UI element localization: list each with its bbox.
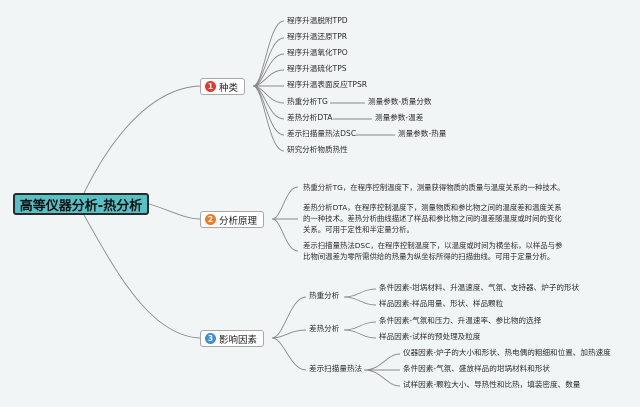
principle-tg[interactable]: 热重分析TG，在程序控制温度下，测量获得物质的质量与温度关系的一种技术。 bbox=[303, 183, 565, 192]
factor-dsc-instrument[interactable]: 仪器因素-炉子的大小和形状、热电偶的粗细和位置、加热速度 bbox=[403, 348, 611, 357]
group-dta[interactable]: 差热分析 bbox=[309, 324, 340, 333]
principle-dsc[interactable]: 差示扫描量热法DSC，在程序控制温度下，以温度或时间为横坐标，以样品与参 比物间… bbox=[303, 241, 563, 261]
leaf-tpr[interactable]: 程序升温还原TPR bbox=[287, 32, 348, 41]
branch-types[interactable]: 1 种类 bbox=[200, 78, 246, 95]
root-node[interactable]: 高等仪器分析-热分析 bbox=[13, 193, 149, 215]
sub-temp-diff[interactable]: 测量参数-温差 bbox=[375, 113, 424, 122]
leaf-tpd[interactable]: 程序升温脱附TPD bbox=[287, 16, 348, 25]
edge-b1-9 bbox=[252, 85, 285, 152]
leaf-tg[interactable]: 热重分析TG bbox=[287, 97, 328, 106]
leaf-tps[interactable]: 程序升温硫化TPS bbox=[287, 64, 347, 73]
number-badge-1: 1 bbox=[205, 81, 216, 92]
group-dsc[interactable]: 差示扫描量热法 bbox=[309, 364, 363, 373]
edge-g2-2 bbox=[343, 329, 377, 339]
principle-dta[interactable]: 差热分析DTA，在程序控制温度下，测量物质和参比物之间的温度差和温度关系 的一种… bbox=[303, 203, 562, 234]
edge-b1-4 bbox=[252, 69, 285, 87]
edge-b2-p1 bbox=[271, 186, 299, 220]
edge-b1-3 bbox=[252, 53, 285, 87]
leaf-tpsr[interactable]: 程序升温表面反应TPSR bbox=[287, 80, 368, 89]
edge-b2-p3 bbox=[271, 218, 299, 252]
edge-g2-1 bbox=[343, 321, 377, 331]
branch-principle-label: 分析原理 bbox=[219, 215, 258, 227]
sub-heat[interactable]: 测量参数-热量 bbox=[398, 129, 447, 138]
edge-b3-g2 bbox=[271, 329, 307, 339]
number-badge-3: 3 bbox=[205, 333, 216, 344]
factor-dsc-sample[interactable]: 试样因素-颗粒大小、导热性和比热，填装密度、数量 bbox=[403, 380, 581, 389]
edge-root-b2 bbox=[148, 203, 201, 220]
group-tg[interactable]: 热重分析 bbox=[309, 291, 340, 300]
leaf-thermal-property[interactable]: 研究分析物质热性 bbox=[287, 145, 348, 154]
edge-g1-1 bbox=[343, 288, 377, 298]
edge-root-b1 bbox=[83, 85, 201, 194]
branch-principle[interactable]: 2 分析原理 bbox=[200, 211, 265, 228]
edge-b1-8 bbox=[252, 85, 285, 136]
branch-types-label: 种类 bbox=[219, 82, 239, 94]
factor-tg-condition[interactable]: 条件因素-坩埚材料、升温速度、气氛、支持器、炉子的形状 bbox=[379, 283, 580, 292]
factor-tg-sample[interactable]: 样品因素-样品用量、形状、样品颗粒 bbox=[379, 299, 504, 308]
edge-g3-3 bbox=[363, 369, 401, 387]
edge-g3-1 bbox=[363, 353, 401, 371]
factor-dta-sample[interactable]: 样品因素-试样的预处理及粒度 bbox=[379, 332, 481, 341]
number-badge-2: 2 bbox=[205, 214, 216, 225]
branch-factors[interactable]: 3 影响因素 bbox=[200, 330, 265, 347]
edge-b3-g1 bbox=[271, 296, 307, 339]
factor-dsc-condition[interactable]: 条件因素-气氛、盛放样品的坩埚材料和形状 bbox=[403, 364, 551, 373]
edge-g1-2 bbox=[343, 296, 377, 306]
leaf-dsc[interactable]: 差示扫描量热法DSC bbox=[287, 129, 357, 138]
sub-mass-fraction[interactable]: 测量参数-质量分数 bbox=[368, 97, 432, 106]
leaf-dta[interactable]: 差热分析DTA bbox=[287, 113, 333, 122]
edge-b3-g3 bbox=[271, 337, 307, 371]
edge-b1-2 bbox=[252, 37, 285, 87]
branch-factors-label: 影响因素 bbox=[219, 334, 258, 346]
leaf-tpo[interactable]: 程序升温氧化TPO bbox=[287, 48, 348, 57]
edge-root-b3 bbox=[83, 214, 201, 339]
factor-dta-condition[interactable]: 条件因素-气氛和压力、升温速率、参比物的选择 bbox=[379, 316, 542, 325]
